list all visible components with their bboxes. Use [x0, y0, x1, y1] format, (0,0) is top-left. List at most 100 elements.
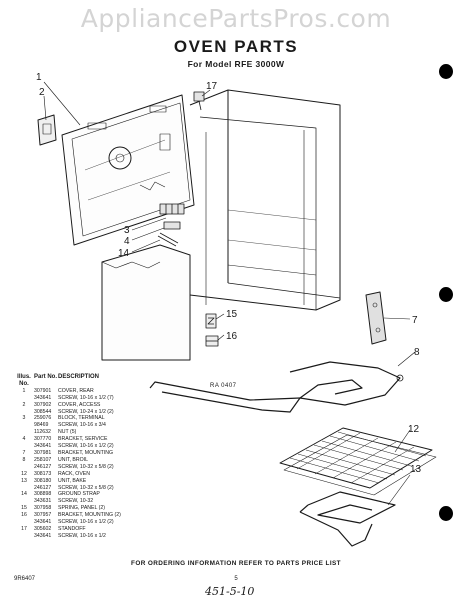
callout-15: 15	[226, 309, 238, 320]
table-row: 246127 SCREW, 10-32 x 5/8 (2)	[14, 485, 174, 492]
description-cell: COVER, REAR	[58, 387, 94, 394]
illus-no-cell: 3	[22, 415, 26, 422]
description-cell: COVER, ACCESS	[58, 401, 101, 408]
table-row: 2 307902 COVER, ACCESS	[14, 402, 174, 409]
illus-no-cell: 16	[21, 512, 27, 519]
callout-17: 17	[206, 81, 218, 92]
hole-punch-middle	[439, 287, 453, 302]
part-no-cell: 307770	[34, 436, 52, 443]
description-cell: UNIT, BAKE	[58, 477, 87, 484]
illus-no-cell: 12	[21, 470, 27, 477]
description-cell: SCREW, 10-32 x 5/8 (2)	[58, 463, 114, 470]
part-no-cell: 343641	[34, 532, 52, 539]
terminal-block-assembly	[157, 203, 185, 247]
illus-no-cell	[14, 533, 34, 540]
illus-no-cell: 14	[21, 491, 27, 498]
callout-12: 12	[408, 424, 420, 435]
illus-no-cell: 7	[22, 449, 26, 456]
part-no-cell: 343631	[34, 498, 52, 505]
illus-no-cell	[14, 429, 34, 436]
part-no-cell: 308180	[34, 477, 52, 484]
panel-springs-and-brackets	[205, 313, 219, 347]
table-row: 7 307981 BRACKET, MOUNTING	[14, 450, 174, 457]
table-row: 343641 SCREW, 10-16 x 1/2 (2)	[14, 519, 174, 526]
header-part-no: Part No.	[34, 374, 58, 380]
part-no-cell: 307957	[34, 512, 52, 519]
description-cell: UNIT, BROIL	[58, 456, 88, 463]
ordering-info-footer: FOR ORDERING INFORMATION REFER TO PARTS …	[131, 560, 341, 567]
header-illus-no: Illus. No.	[17, 374, 31, 387]
part-no-cell: 246127	[34, 484, 52, 491]
illus-no-cell: 4	[22, 436, 26, 443]
illus-no-cell	[14, 443, 34, 450]
description-cell: BRACKET, MOUNTING (2)	[58, 512, 121, 519]
drawing-number: RA 0407	[210, 383, 237, 389]
parts-table-header: Illus. No. Part No. DESCRIPTION	[14, 374, 174, 388]
illus-no-cell	[14, 464, 34, 471]
callout-7: 7	[412, 315, 418, 326]
description-cell: SCREW, 10-16 x 1/2	[58, 532, 106, 539]
table-row: 343641 SCREW, 10-16 x 1/2 (2)	[14, 443, 174, 450]
oven-cabinet	[189, 89, 341, 311]
description-cell: SCREW, 10-32 x 5/8 (2)	[58, 484, 114, 491]
part-no-cell: 307902	[34, 401, 52, 408]
broil-unit	[149, 361, 404, 413]
table-row: 98469 SCREW, 10-16 x 3/4	[14, 422, 174, 429]
hole-punch-bottom	[439, 506, 453, 521]
table-row: 246127 SCREW, 10-32 x 5/8 (2)	[14, 464, 174, 471]
description-cell: SCREW, 10-16 x 1/2 (2)	[58, 519, 114, 526]
table-row: 15 307958 SPRING, PANEL (2)	[14, 505, 174, 512]
table-row: 16 307957 BRACKET, MOUNTING (2)	[14, 512, 174, 519]
part-no-cell: 308544	[34, 408, 52, 415]
table-row: 4 307770 BRACKET, SERVICE	[14, 436, 174, 443]
part-no-cell: 307958	[34, 505, 52, 512]
illus-no-cell	[14, 422, 34, 429]
table-row: 3 259076 BLOCK, TERMINAL	[14, 415, 174, 422]
part-no-cell: 112632	[34, 429, 51, 436]
description-cell: GROUND STRAP	[58, 491, 100, 498]
document-number: 9R6407	[14, 576, 36, 582]
description-cell: SCREW, 10-16 x 1/2 (2)	[58, 443, 114, 450]
illus-no-cell: 2	[22, 401, 26, 408]
header-description: DESCRIPTION	[58, 374, 100, 380]
part-no-cell: 259076	[34, 415, 52, 422]
part-no-cell: 343641	[34, 443, 52, 450]
description-cell: BLOCK, TERMINAL	[58, 415, 105, 422]
description-cell: BRACKET, MOUNTING	[58, 449, 114, 456]
callout-8: 8	[414, 347, 420, 358]
table-row: 343641 SCREW, 10-16 x 1/2	[14, 533, 174, 540]
description-cell: SPRING, PANEL (2)	[58, 505, 105, 512]
part-no-cell: 98469	[34, 422, 49, 429]
description-cell: SCREW, 10-16 x 1/2 (7)	[58, 394, 114, 401]
callout-16: 16	[226, 331, 238, 342]
illus-no-cell: 15	[21, 505, 27, 512]
part-no-cell: 307981	[34, 449, 52, 456]
description-cell: BRACKET, SERVICE	[58, 436, 108, 443]
table-row: 308544 SCREW, 10-24 x 1/2 (2)	[14, 409, 174, 416]
illus-no-cell	[14, 519, 34, 526]
part-no-cell: 308898	[34, 491, 52, 498]
description-cell: SCREW, 10-16 x 3/4	[58, 422, 106, 429]
illus-no-cell: 8	[22, 456, 26, 463]
page-number: 5	[234, 576, 238, 582]
part-no-cell: 343641	[34, 519, 52, 526]
illus-no-cell	[14, 395, 34, 402]
callout-1: 1	[36, 72, 42, 83]
part-no-cell: 246127	[34, 463, 52, 470]
hole-punch-top	[439, 64, 453, 79]
standoff	[193, 91, 205, 111]
part-no-cell: 308173	[34, 470, 52, 477]
handwritten-note: 451-5-10	[205, 585, 255, 598]
description-cell: SCREW, 10-24 x 1/2 (2)	[58, 408, 114, 415]
